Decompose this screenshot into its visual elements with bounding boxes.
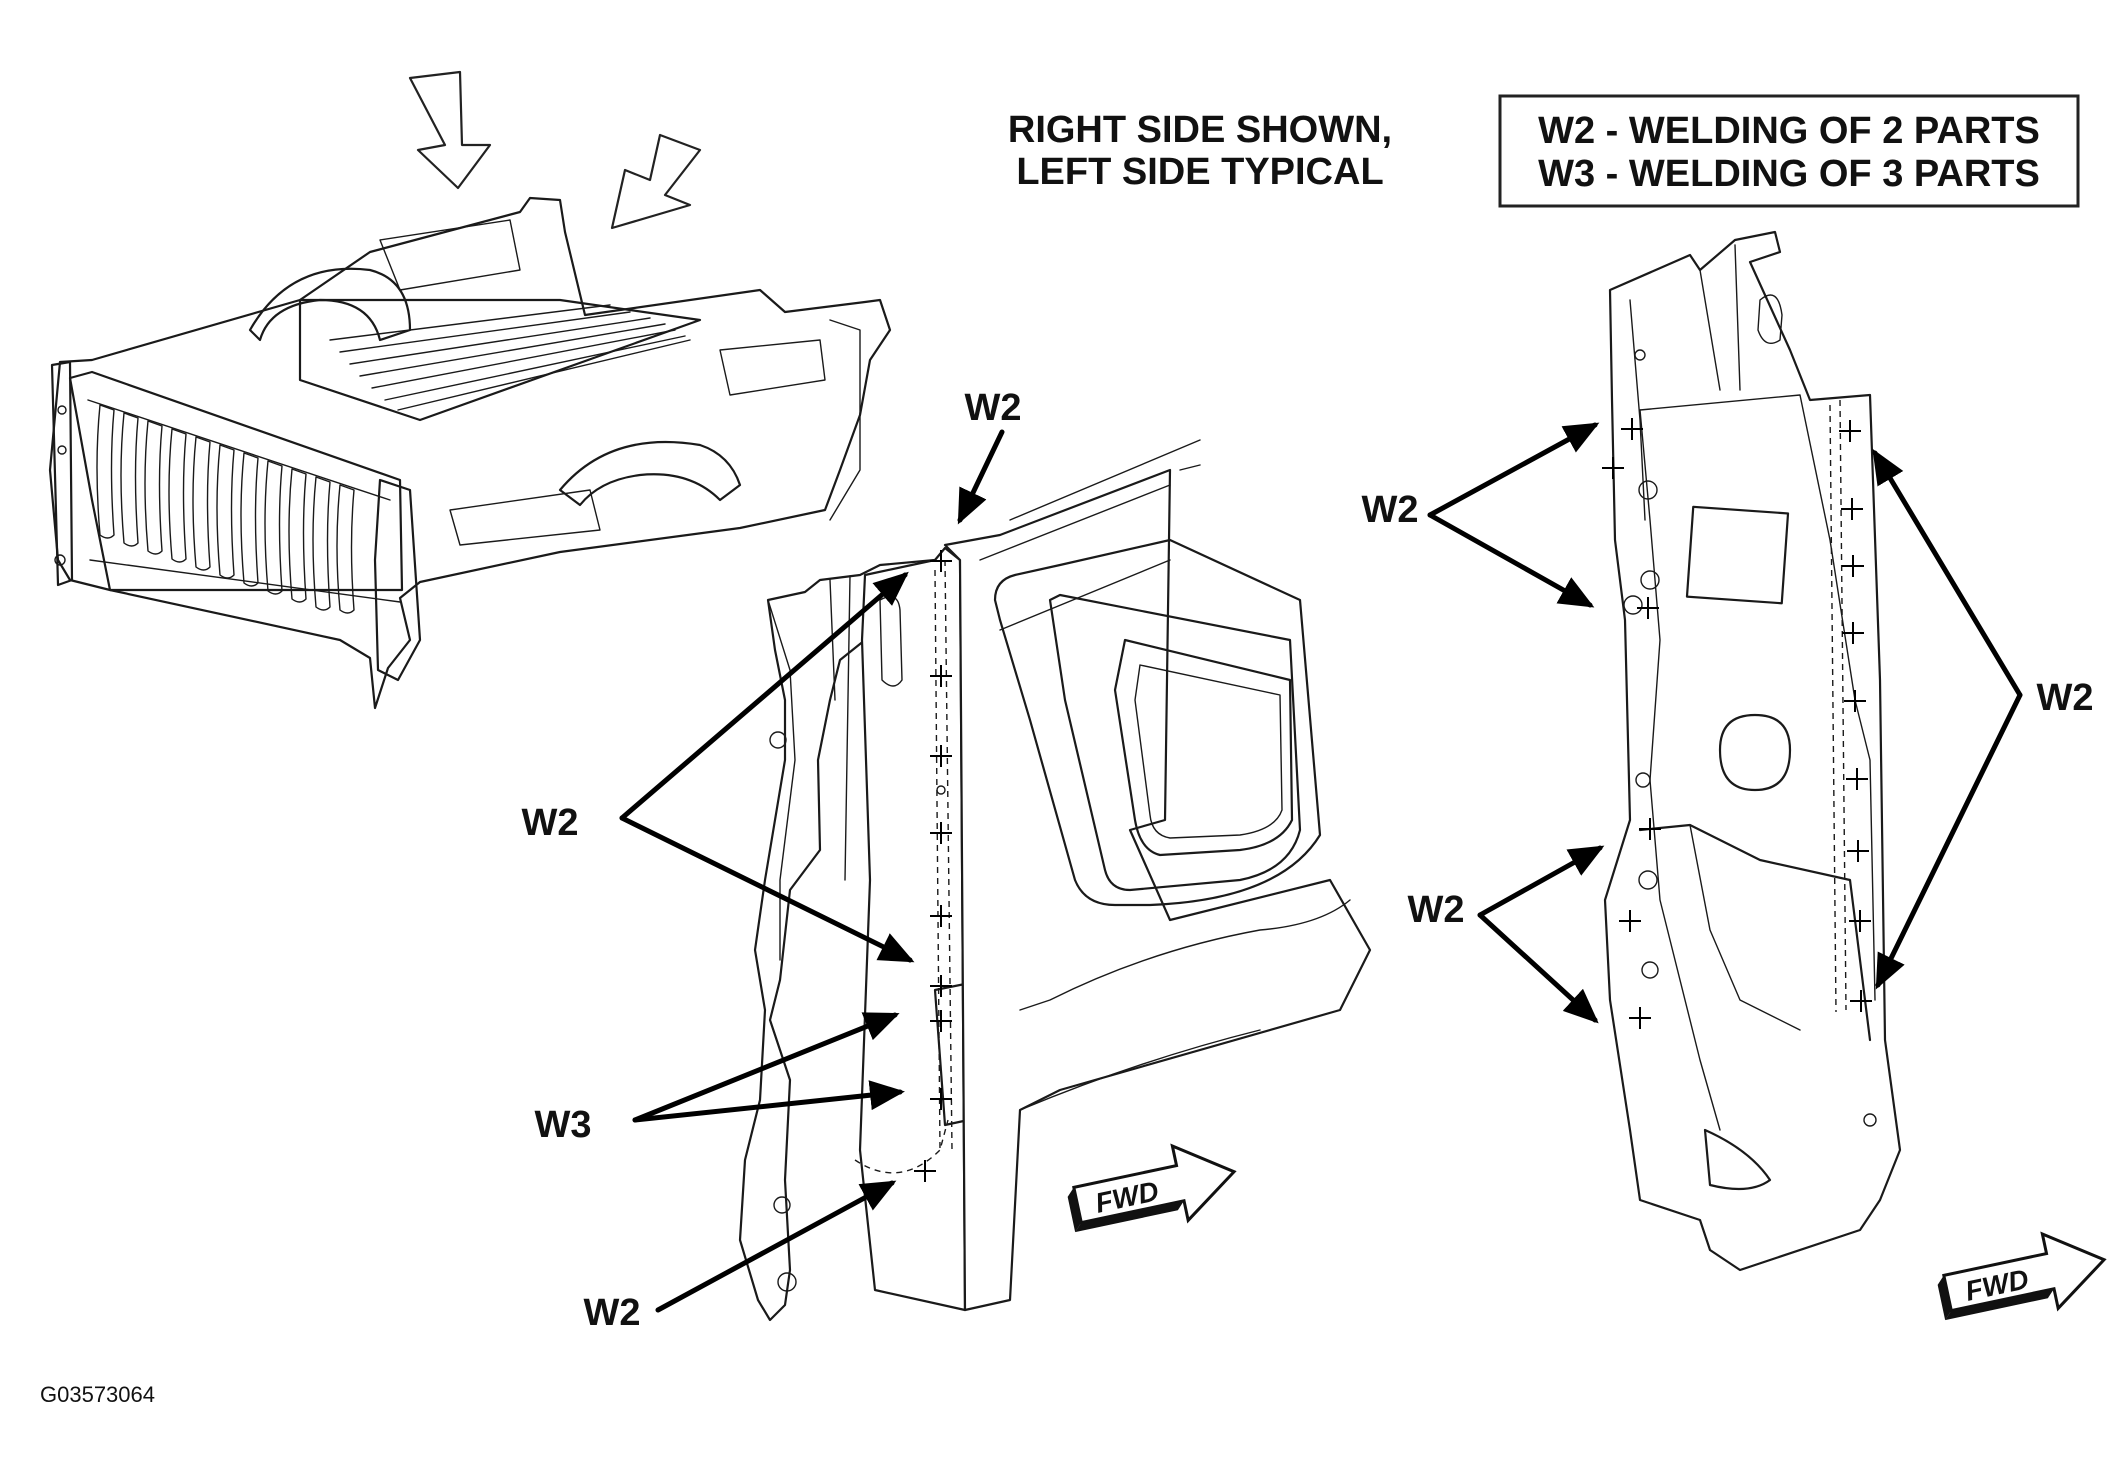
view-note-line2: LEFT SIDE TYPICAL: [1016, 151, 1383, 193]
figure-id: G03573064: [40, 1382, 155, 1407]
view-note-line1: RIGHT SIDE SHOWN,: [1008, 109, 1392, 151]
right-weld-points: [1602, 418, 1872, 1029]
legend-w2-text: W2 - WELDING OF 2 PARTS: [1538, 110, 2040, 152]
right-detail-illustration: [1603, 230, 1902, 1272]
label-w2-middle-left: W2: [522, 802, 579, 844]
label-w2-right-side: W2: [2037, 677, 2094, 719]
label-w3-middle: W3: [535, 1104, 592, 1146]
pickup-bed-illustration: [48, 70, 892, 710]
middle-weld-points: [914, 550, 952, 1182]
middle-leaders: [619, 429, 1005, 1313]
weld-legend: W2 - WELDING OF 2 PARTS W3 - WELDING OF …: [1498, 94, 2080, 208]
label-w2-top: W2: [965, 387, 1022, 429]
right-leaders: [1427, 422, 2023, 1024]
middle-detail-illustration: [738, 439, 1372, 1322]
fwd-arrow-middle: FWD: [1067, 1143, 1237, 1233]
label-w2-right-upper: W2: [1362, 489, 1419, 531]
legend-w3-text: W3 - WELDING OF 3 PARTS: [1538, 153, 2040, 195]
label-w2-right-lower: W2: [1408, 889, 1465, 931]
label-w2-bottom: W2: [584, 1292, 641, 1334]
fwd-arrow-right: FWD: [1937, 1231, 2107, 1321]
